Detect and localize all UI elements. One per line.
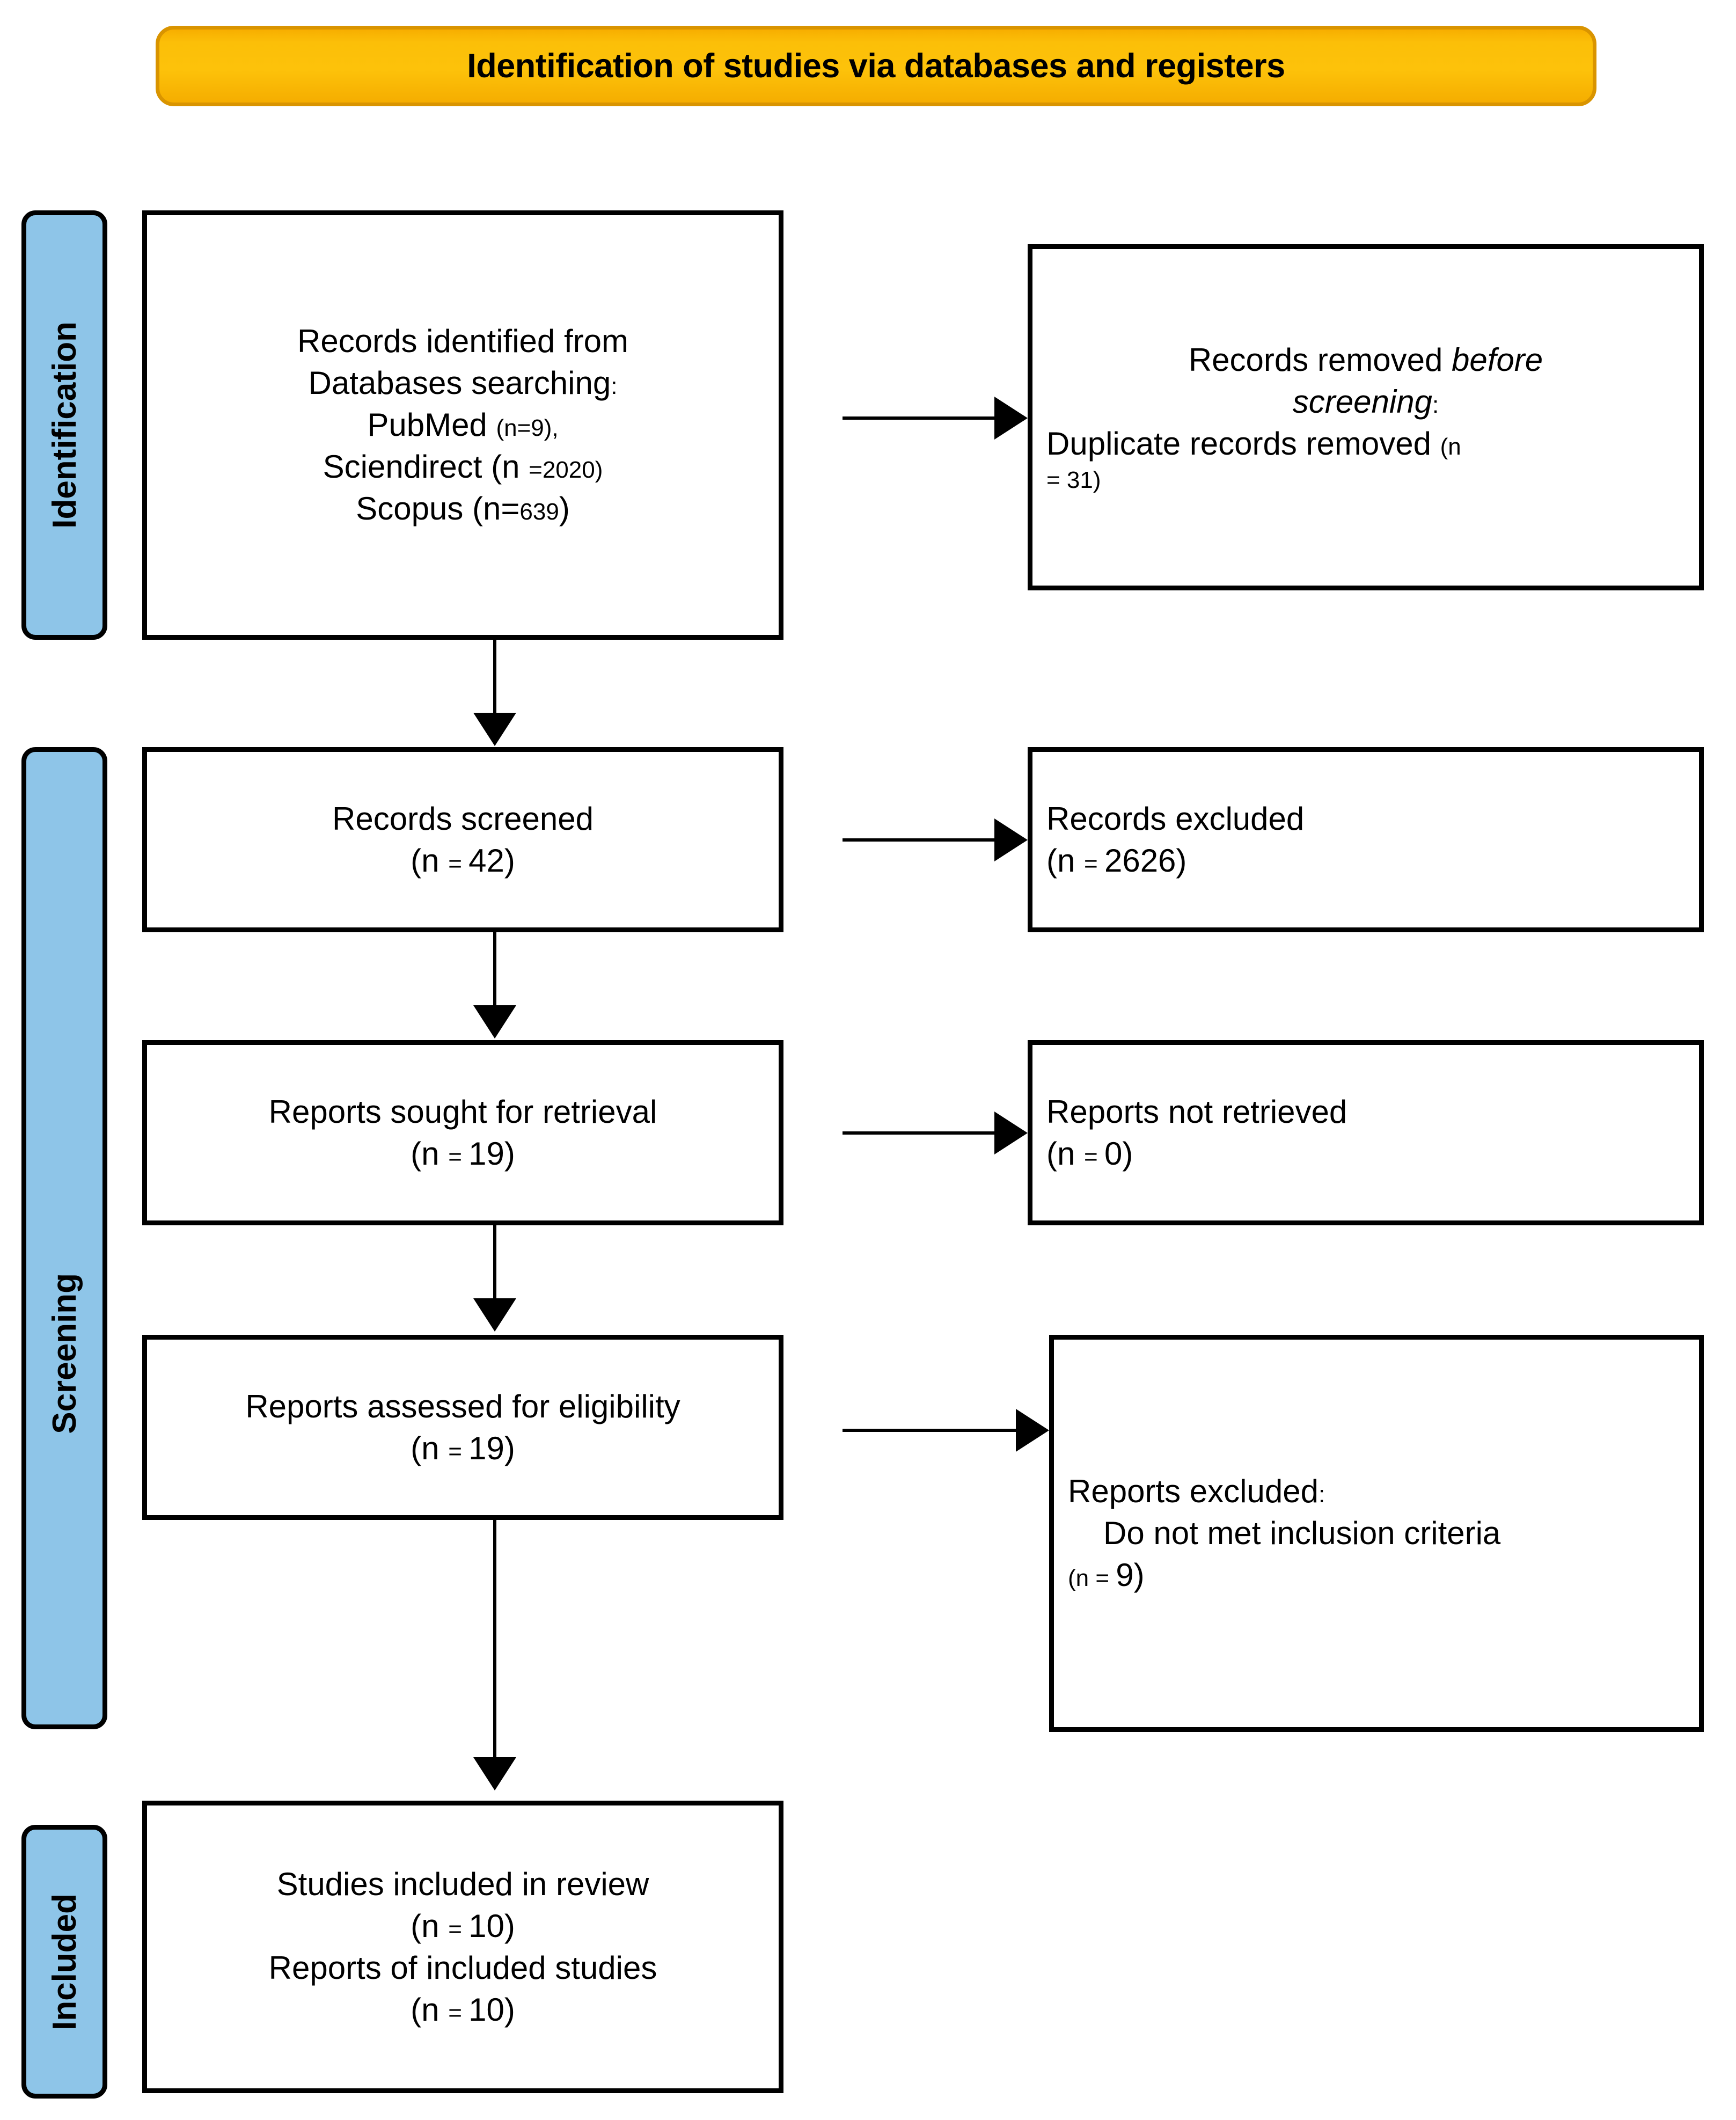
connector-identified-to-removed-arrow <box>994 397 1028 440</box>
stage-tab-included: Included <box>21 1825 107 2099</box>
records-excluded-line1: Records excluded <box>1046 800 1305 837</box>
box-reports-not-retrieved-text: Reports not retrieved (n = 0) <box>1032 1091 1361 1175</box>
box-records-identified-text: Records identified from Databases search… <box>283 320 642 530</box>
studies-included-count: (n = 10) <box>411 1907 515 1944</box>
box-records-excluded: Records excluded (n = 2626) <box>1028 747 1704 932</box>
box-records-identified: Records identified from Databases search… <box>142 210 783 640</box>
studies-included-line1: Studies included in review <box>276 1866 649 1902</box>
connector-identified-to-screened-arrow <box>473 713 516 746</box>
records-screened-line1: Records screened <box>332 800 594 837</box>
reports-excluded-count: (n = 9) <box>1068 1557 1145 1593</box>
records-identified-pubmed: PubMed (n=9), <box>367 407 559 443</box>
box-reports-assessed-for-eligibility: Reports assessed for eligibility (n = 19… <box>142 1335 783 1520</box>
records-removed-duplicates: Duplicate records removed (n <box>1046 425 1461 462</box>
connector-sought-to-assessed-arrow <box>473 1298 516 1332</box>
box-reports-assessed-text: Reports assessed for eligibility (n = 19… <box>231 1386 694 1470</box>
connector-assessed-to-included-line <box>493 1520 496 1757</box>
reports-not-retrieved-line1: Reports not retrieved <box>1046 1093 1347 1130</box>
diagram-title: Identification of studies via databases … <box>467 47 1285 85</box>
reports-sought-line1: Reports sought for retrieval <box>268 1093 657 1130</box>
reports-sought-count: (n = 19) <box>411 1135 515 1172</box>
box-reports-sought-for-retrieval: Reports sought for retrieval (n = 19) <box>142 1040 783 1225</box>
connector-sought-to-not-retrieved-arrow <box>994 1112 1028 1154</box>
connector-assessed-to-included-arrow <box>473 1757 516 1790</box>
box-reports-sought-text: Reports sought for retrieval (n = 19) <box>255 1091 671 1175</box>
box-records-excluded-text: Records excluded (n = 2626) <box>1032 798 1318 882</box>
box-records-removed-before-screening: Records removed before screening: Duplic… <box>1028 244 1704 590</box>
box-reports-excluded-text: Reports excluded: Do not met inclusion c… <box>1054 1471 1514 1596</box>
reports-of-included-studies-count: (n = 10) <box>411 1991 515 2028</box>
records-identified-sciencedirect: Sciendirect (n =2020) <box>323 449 603 485</box>
box-records-screened-text: Records screened (n = 42) <box>318 798 607 882</box>
stage-tab-screening: Screening <box>21 747 107 1729</box>
box-reports-excluded: Reports excluded: Do not met inclusion c… <box>1049 1335 1704 1732</box>
box-studies-included-in-review: Studies included in review (n = 10) Repo… <box>142 1801 783 2093</box>
records-identified-line1: Records identified from <box>297 323 628 359</box>
connector-sought-to-not-retrieved-line <box>843 1131 994 1135</box>
box-studies-included-text: Studies included in review (n = 10) Repo… <box>255 1863 671 2031</box>
stage-tab-identification-label: Identification <box>46 321 83 529</box>
connector-screened-to-sought-line <box>493 932 496 1007</box>
connector-screened-to-sought-arrow <box>473 1005 516 1039</box>
connector-assessed-to-reports-excluded-arrow <box>1016 1409 1049 1452</box>
reports-not-retrieved-count: (n = 0) <box>1046 1135 1133 1172</box>
box-records-removed-text: Records removed before screening: Duplic… <box>1032 339 1699 495</box>
stage-tab-identification: Identification <box>21 210 107 640</box>
connector-identified-to-removed-line <box>843 416 994 420</box>
records-excluded-count: (n = 2626) <box>1046 842 1187 879</box>
connector-screened-to-excluded-arrow <box>994 818 1028 861</box>
stage-tab-screening-label: Screening <box>46 1273 83 1434</box>
reports-excluded-line1: Reports excluded: <box>1068 1473 1325 1509</box>
reports-assessed-count: (n = 19) <box>411 1430 515 1466</box>
records-removed-line1: Records removed before <box>1188 341 1543 378</box>
records-removed-line2: screening: <box>1292 383 1439 420</box>
connector-identified-to-screened-line <box>493 640 496 715</box>
connector-assessed-to-reports-excluded-line <box>843 1429 1016 1432</box>
connector-screened-to-excluded-line <box>843 838 994 842</box>
reports-assessed-line1: Reports assessed for eligibility <box>245 1388 680 1424</box>
reports-excluded-reason: Do not met inclusion criteria <box>1103 1515 1501 1551</box>
diagram-header-banner: Identification of studies via databases … <box>156 26 1596 106</box>
records-screened-count: (n = 42) <box>411 842 515 879</box>
box-reports-not-retrieved: Reports not retrieved (n = 0) <box>1028 1040 1704 1225</box>
records-identified-scopus: Scopus (n=639) <box>356 491 570 527</box>
connector-sought-to-assessed-line <box>493 1225 496 1300</box>
box-records-screened: Records screened (n = 42) <box>142 747 783 932</box>
reports-of-included-studies-line: Reports of included studies <box>268 1949 657 1986</box>
records-removed-duplicates-count: = 31) <box>1046 466 1101 493</box>
stage-tab-included-label: Included <box>46 1893 83 2030</box>
records-identified-line2: Databases searching: <box>308 365 618 401</box>
